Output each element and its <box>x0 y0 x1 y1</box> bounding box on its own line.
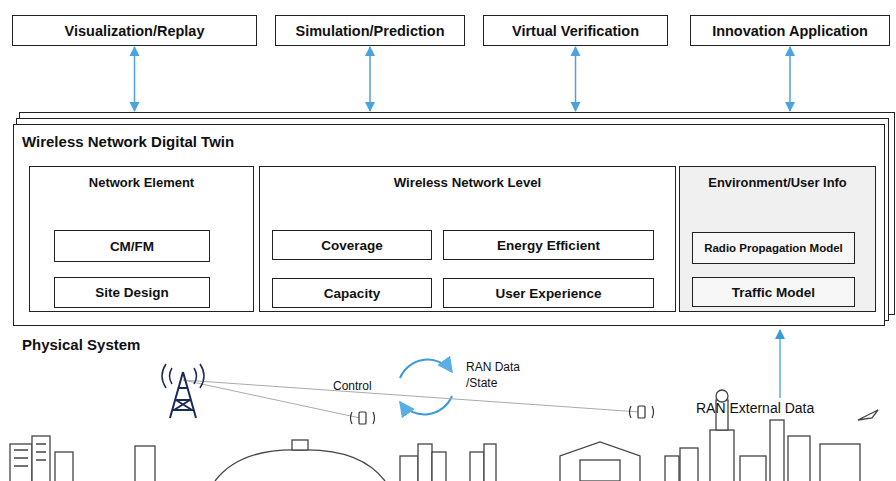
function-box: Capacity <box>272 278 432 308</box>
box-title: Radio Propagation Model <box>704 242 843 254</box>
function-box: CM/FM <box>54 230 210 262</box>
app-box: Visualization/Replay <box>12 15 257 46</box>
group-box: Wireless Network LevelCoverage Energy Eff… <box>259 166 676 312</box>
box-title: User Experience <box>496 286 602 301</box>
loop-arrow <box>400 360 452 378</box>
box-title: CM/FM <box>110 239 154 254</box>
loop-label: Control <box>333 379 372 393</box>
radio-link <box>183 380 640 412</box>
box-title: Coverage <box>321 238 383 253</box>
model-box: Radio Propagation Model <box>692 232 855 264</box>
box-title: Energy Efficient <box>497 238 600 253</box>
phone-icon <box>351 406 654 424</box>
box-title: Simulation/Prediction <box>295 23 444 39</box>
box-title: Virtual Verification <box>512 23 639 39</box>
box-title: Innovation Application <box>712 23 868 39</box>
function-box: Coverage <box>272 230 432 260</box>
box-title: Environment/User Info <box>680 175 875 190</box>
link-arrow <box>789 47 791 111</box>
data-arrow <box>779 330 781 398</box>
app-box: Simulation/Prediction <box>275 15 465 46</box>
source-label: RAN External Data <box>696 400 814 416</box>
box-title: Network Element <box>30 175 253 190</box>
tower-icon <box>162 364 204 418</box>
section-label: Physical System <box>22 336 140 353</box>
group-box: Network ElementCM/FM Site Design <box>29 166 254 312</box>
function-box: Site Design <box>54 277 210 308</box>
group-box: Environment/User InfoRadio Propagation M… <box>679 166 876 312</box>
app-box: Innovation Application <box>690 15 890 46</box>
link-arrow <box>369 47 371 111</box>
function-box: Energy Efficient <box>443 230 654 260</box>
box-title: Wireless Network Level <box>260 175 675 190</box>
box-title: Visualization/Replay <box>65 23 205 39</box>
model-box: Traffic Model <box>692 277 855 307</box>
function-box: User Experience <box>443 278 654 308</box>
link-arrow <box>134 47 136 111</box>
box-title: Traffic Model <box>732 285 815 300</box>
box-title: Site Design <box>95 285 169 300</box>
twin-panel: Wireless Network Digital TwinNetwork Ele… <box>13 124 885 326</box>
loop-label: RAN Data /State <box>466 360 530 391</box>
link-arrow <box>575 47 577 111</box>
box-title: Wireless Network Digital Twin <box>22 133 234 150</box>
app-box: Virtual Verification <box>483 15 668 46</box>
box-title: Capacity <box>324 286 380 301</box>
city-skyline <box>10 390 878 481</box>
